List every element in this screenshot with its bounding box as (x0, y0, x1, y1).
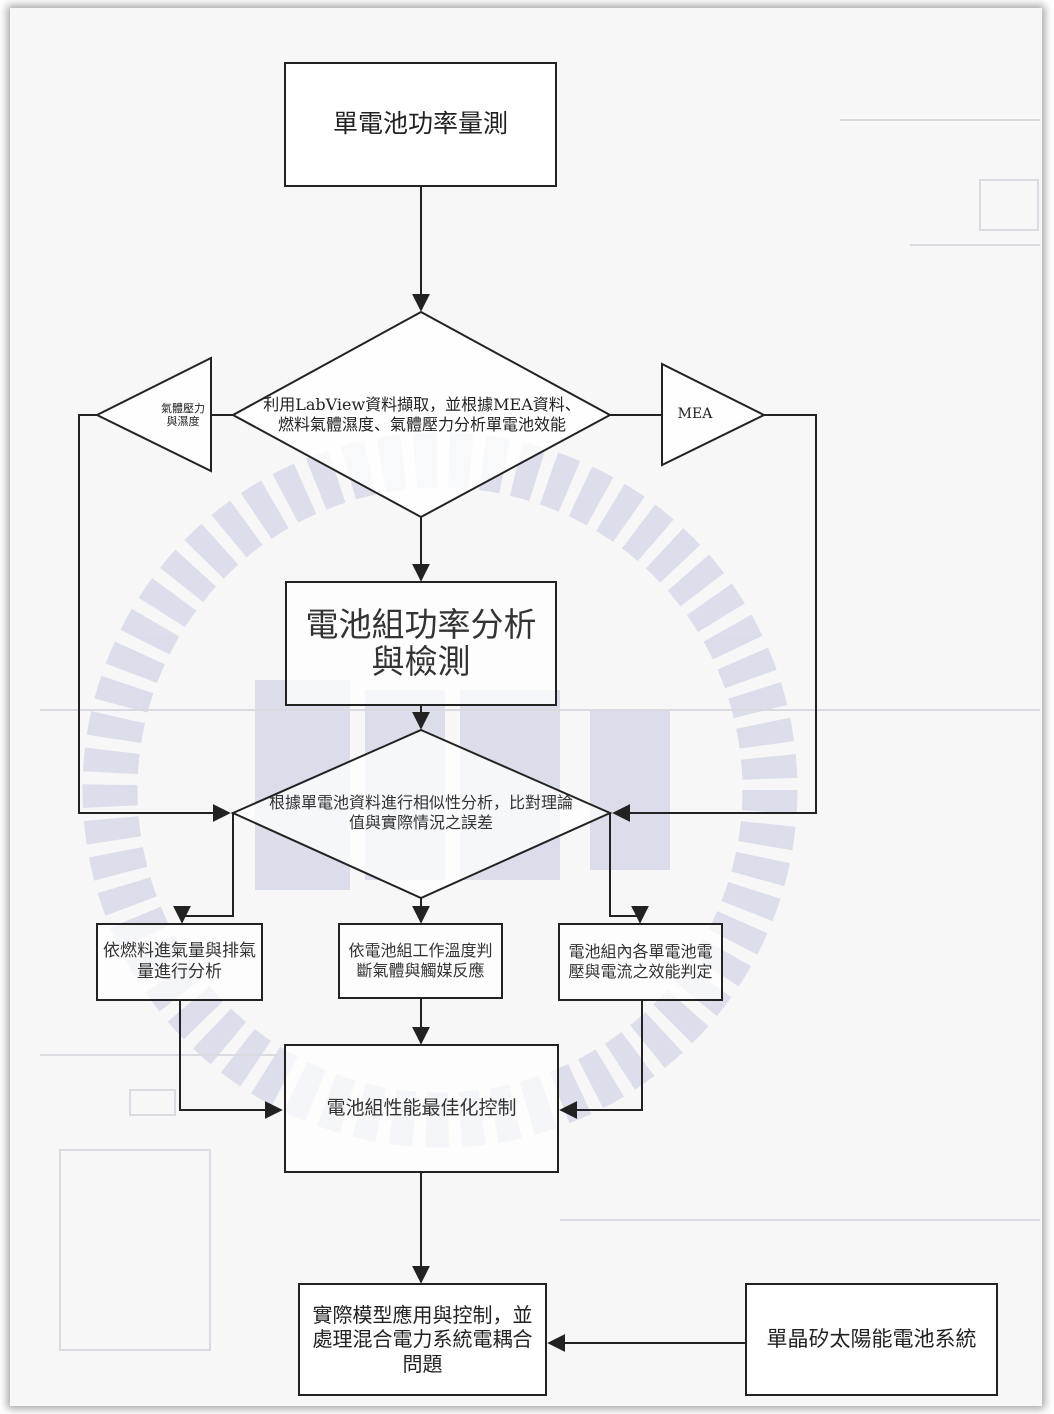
input-right-label: MEA (664, 400, 726, 430)
decision2-label: 根據單電池資料進行相似性分析，比對理論值與實際情況之誤差 (268, 780, 574, 846)
start-label: 單電池功率量測 (290, 68, 551, 181)
process-pack-label: 電池組功率分析與檢測 (296, 590, 546, 697)
analysis-cell-label: 電池組內各單電池電壓與電流之效能判定 (564, 928, 717, 996)
optimize-label: 電池組性能最佳化控制 (290, 1050, 553, 1167)
application-label: 實際模型應用與控制，並處理混合電力系統電耦合問題 (306, 1290, 539, 1389)
input-left-label: 氣體壓力與濕度 (160, 385, 206, 445)
solar-label: 單晶矽太陽能電池系統 (756, 1290, 987, 1389)
analysis-fuel-label: 依燃料進氣量與排氣量進行分析 (102, 928, 257, 996)
decision1-label: 利用LabView資料擷取，並根據MEA資料、燃料氣體濕度、氣體壓力分析單電池效… (263, 378, 581, 452)
analysis-temp-label: 依電池組工作溫度判斷氣體與觸媒反應 (344, 928, 497, 994)
